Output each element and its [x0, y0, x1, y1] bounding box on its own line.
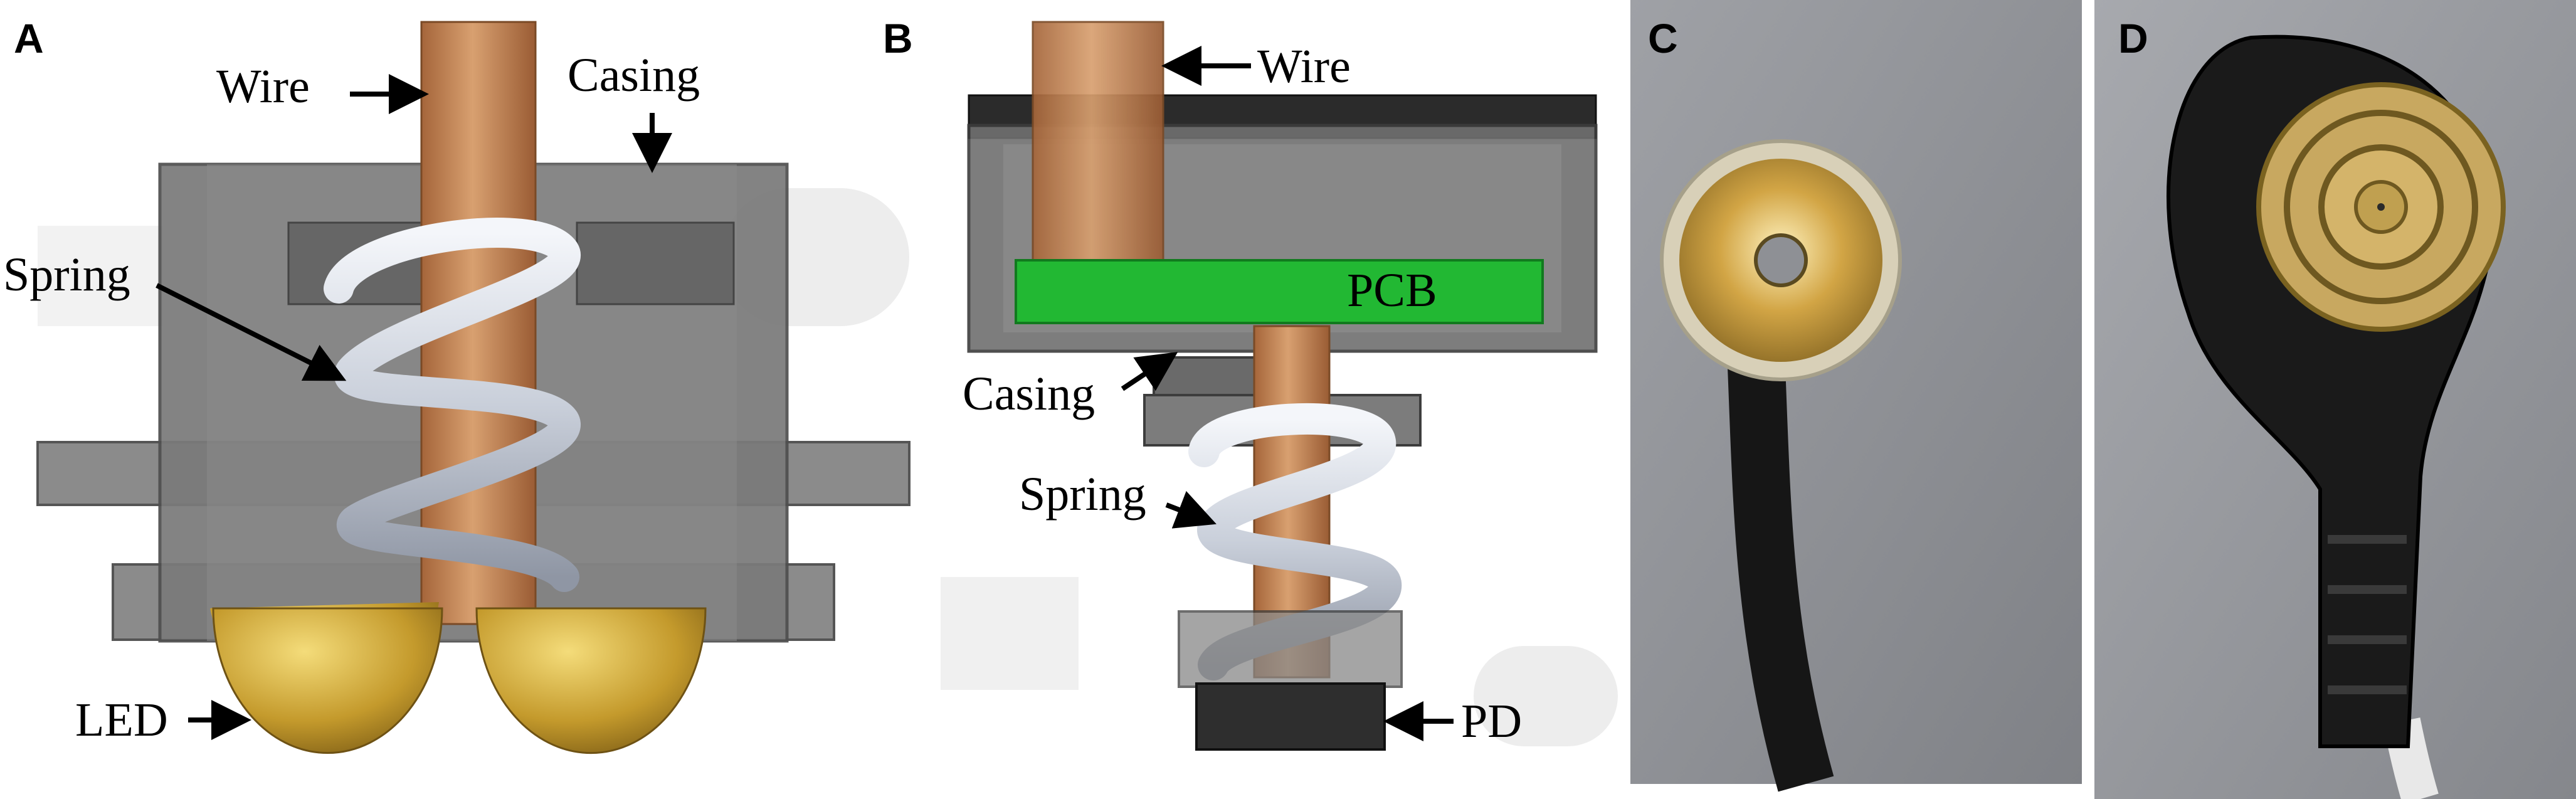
- panel-b-drawing: [941, 21, 1618, 751]
- photo-c-background: [1630, 0, 2082, 784]
- pcb-board: [1015, 259, 1544, 324]
- background-shape: [941, 577, 1079, 690]
- cable-c: [1727, 350, 1834, 792]
- label-spring-a: Spring: [3, 248, 130, 301]
- panel-c-photo: [1630, 0, 2082, 792]
- panel-label-a: A: [14, 15, 44, 61]
- arrow-spring: [156, 283, 347, 381]
- label-led-a: LED: [75, 694, 168, 746]
- label-casing-b: Casing: [963, 368, 1095, 420]
- label-wire-b: Wire: [1257, 40, 1351, 93]
- label-casing-a: Casing: [567, 49, 700, 102]
- sensor-pinhole: [2377, 203, 2385, 211]
- spring-coil: [324, 218, 581, 592]
- panel-label-d: D: [2118, 15, 2148, 61]
- panel-d-photo: [2094, 0, 2576, 799]
- background-shape: [1474, 646, 1618, 746]
- arrow-spring-b: [1165, 490, 1217, 529]
- panel-label-b: B: [883, 15, 913, 61]
- label-spring-b: Spring: [1019, 468, 1146, 521]
- casing-notch-right: [576, 221, 735, 305]
- panel-label-c: C: [1648, 15, 1678, 61]
- arrow-casing-b: [1121, 352, 1178, 391]
- pd-holder: [1178, 610, 1403, 688]
- led-dome-right-shape: [475, 607, 707, 754]
- background-shape: [38, 226, 163, 326]
- panel-a-drawing: [36, 21, 911, 754]
- electrode-hole-c: [1754, 233, 1808, 287]
- sensor-ring-outer: [2284, 110, 2478, 304]
- label-pcb-b: PCB: [1347, 264, 1437, 317]
- label-pd-b: PD: [1461, 695, 1523, 748]
- pd-sensor: [1195, 682, 1386, 751]
- led-dome-left-shape: [212, 607, 443, 754]
- label-wire-a: Wire: [216, 60, 310, 113]
